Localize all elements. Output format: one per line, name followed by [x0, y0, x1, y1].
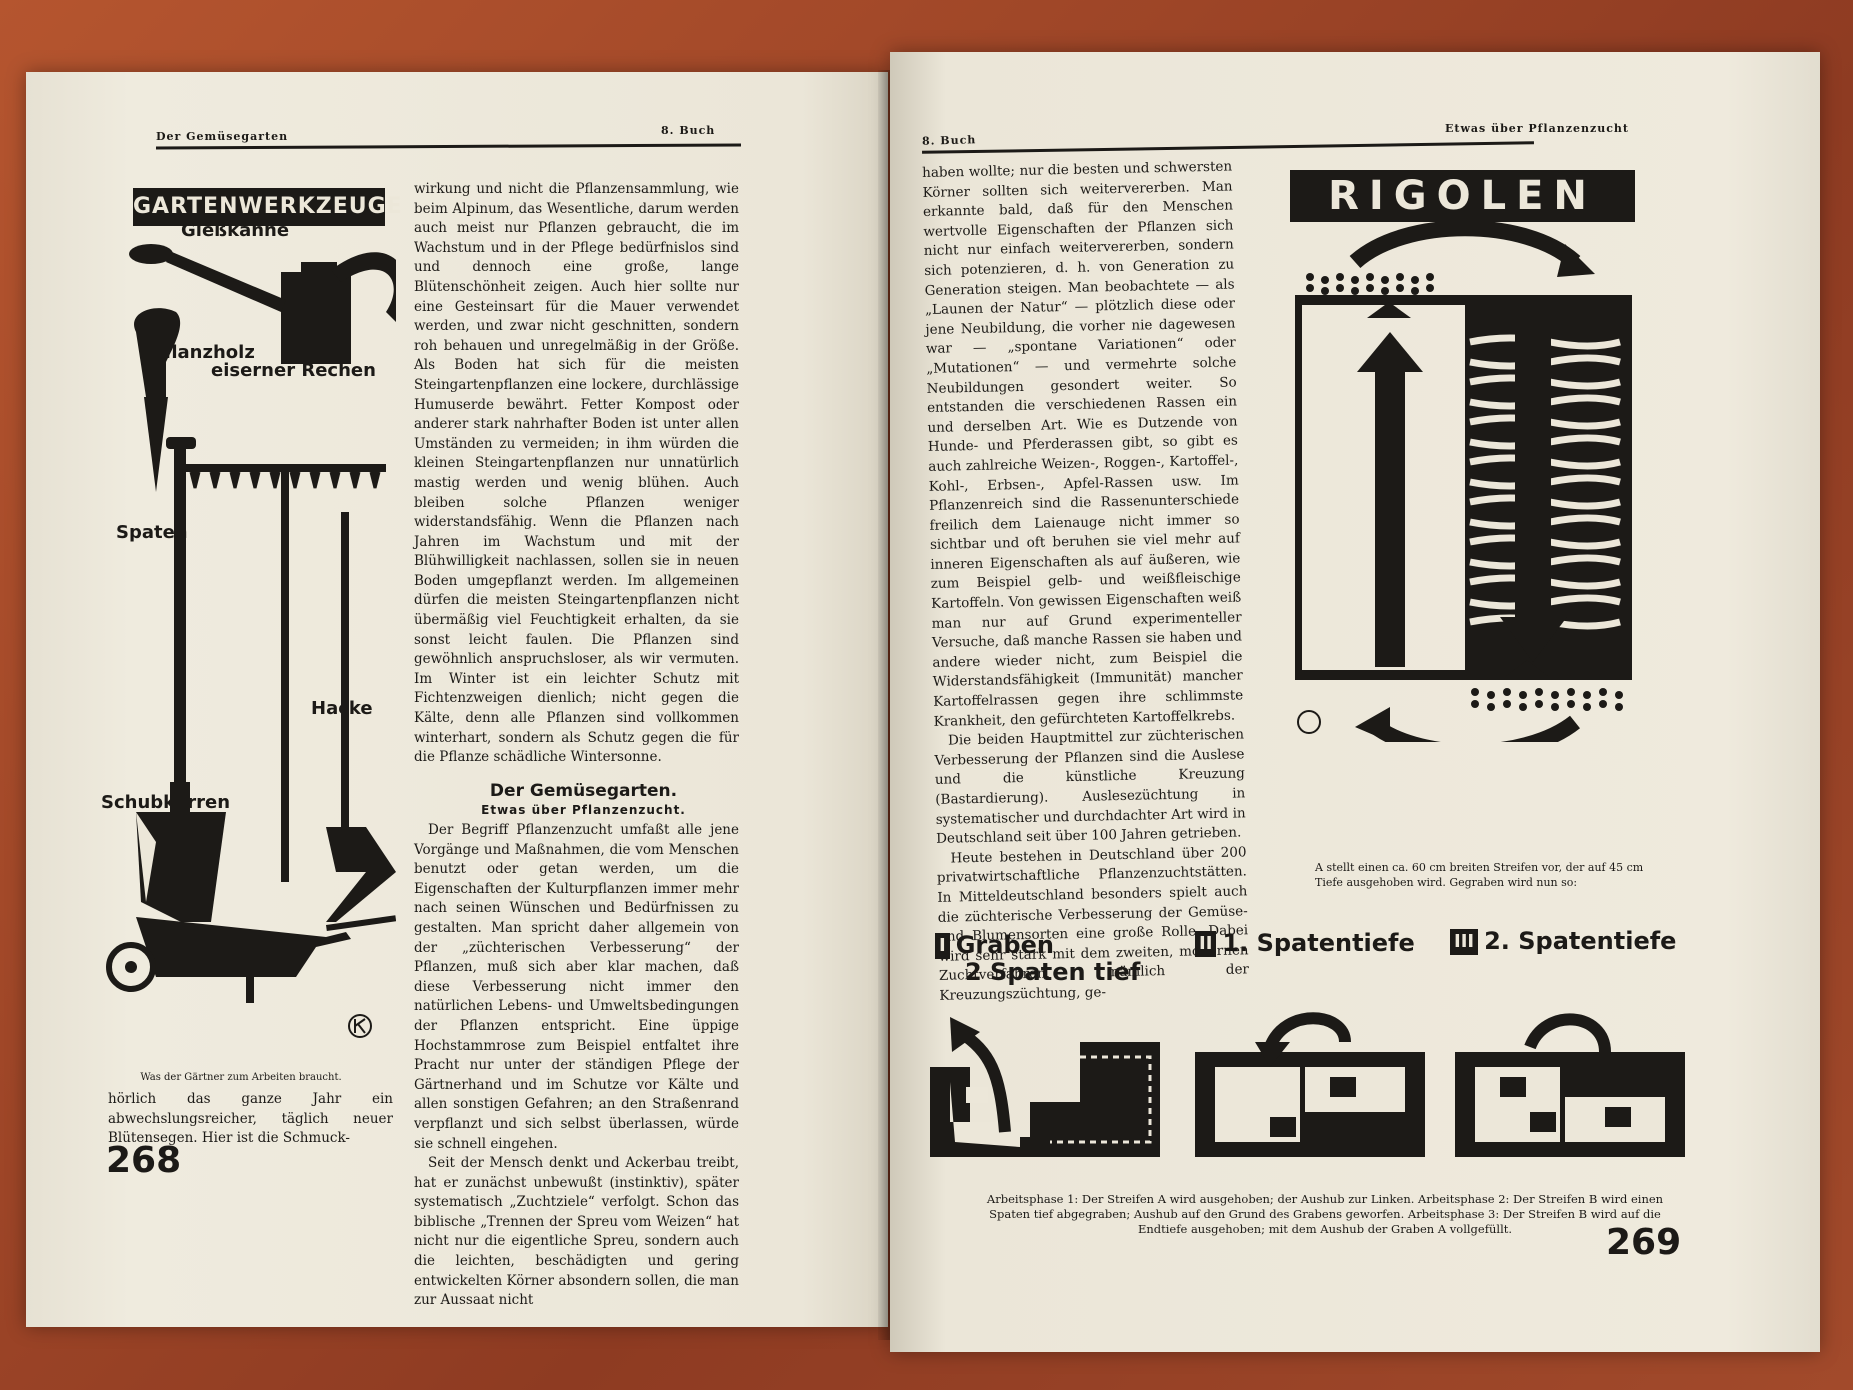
hoe-icon — [326, 512, 396, 922]
running-head-book: 8. Buch — [661, 124, 716, 137]
monogram-icon — [348, 1014, 372, 1038]
page-number-right: 269 — [1606, 1222, 1682, 1263]
paragraph: Die beiden Hauptmittel zur züchterischen… — [934, 726, 1246, 848]
phase-1-line1: Graben — [955, 931, 1054, 959]
phase-3-number: III — [1450, 929, 1479, 955]
label-spade: Spaten — [116, 522, 188, 543]
label-rake: eiserner Rechen — [211, 360, 376, 381]
rigolen-banner: RIGOLEN — [1290, 170, 1635, 222]
phase-2-diagram — [1195, 1012, 1425, 1157]
phase-3-diagram — [1455, 1013, 1685, 1157]
spade-icon — [136, 437, 226, 922]
phase-1-diagram — [930, 1017, 1160, 1157]
header-rule — [155, 143, 742, 150]
header-rule — [922, 141, 1534, 154]
rake-icon — [186, 464, 386, 882]
col1-continuation: hörlich das ganze Jahr ein abwechslungsr… — [108, 1091, 393, 1147]
label-watering-can: Gießkanne — [181, 220, 290, 241]
paragraph: haben wollte; nur die besten und schwers… — [922, 158, 1244, 730]
watering-can-icon — [129, 244, 396, 364]
phases-caption: Arbeitsphase 1: Der Streifen A wird ausg… — [986, 1192, 1664, 1236]
right-page: 8. Buch Etwas über Pflanzenzucht haben w… — [890, 52, 1820, 1352]
label-dibber: Pflanzholz — [151, 342, 255, 363]
garden-tools-illustration — [129, 244, 396, 922]
rigolen-caption: A stellt einen ca. 60 cm breiten Streife… — [1315, 861, 1644, 889]
tools-caption: Was der Gärtner zum Arbeiten braucht. — [140, 1072, 342, 1083]
running-head-right: Etwas über Pflanzenzucht — [1445, 122, 1629, 135]
phase-1-line2: 2 Spaten tief — [965, 958, 1141, 986]
paragraph: wirkung und nicht die Pflanzensammlung, … — [414, 181, 739, 766]
page-number-left: 268 — [106, 1140, 182, 1181]
phase-diagrams — [930, 1012, 1685, 1157]
wheelbarrow-icon — [106, 915, 396, 1003]
section-subtitle: Etwas über Pflanzenzucht. — [481, 803, 686, 818]
running-head-book: 8. Buch — [921, 133, 977, 148]
left-page: Der Gemüsegarten 8. Buch GARTENWERKZEUGE… — [26, 72, 888, 1327]
phase-3-line1: 2. Spatentiefe — [1484, 927, 1677, 955]
tools-banner: GARTENWERKZEUGE — [133, 188, 402, 226]
phase-1-number: I — [935, 933, 950, 959]
paragraph: Seit der Mensch denkt und Ackerbau treib… — [414, 1155, 739, 1309]
monogram-icon — [1297, 710, 1321, 734]
phase-2-number: II — [1195, 931, 1217, 957]
paragraph: Der Begriff Pflanzenzucht umfaßt alle je… — [414, 822, 739, 1152]
right-text-column: haben wollte; nur die besten und schwers… — [922, 158, 1250, 1007]
rigolen-diagram — [1295, 222, 1632, 742]
dibber-icon — [134, 308, 181, 492]
section-title: Der Gemüsegarten. — [489, 780, 678, 801]
left-column-2: wirkung und nicht die Pflanzensammlung, … — [414, 180, 739, 1311]
label-wheelbarrow: Schubkarren — [101, 792, 231, 813]
phase-2-line1: 1. Spatentiefe — [1222, 929, 1415, 957]
running-head-left: Der Gemüsegarten — [156, 130, 289, 143]
